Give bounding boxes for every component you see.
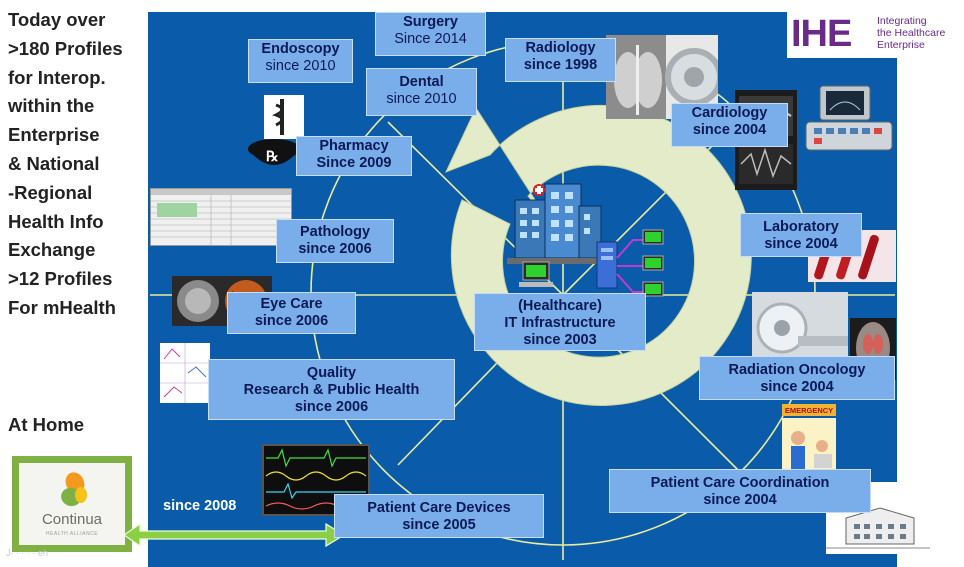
home-link-double-arrow bbox=[122, 522, 346, 548]
domain-since: since 2004 bbox=[764, 236, 838, 252]
domain-since: since 2004 bbox=[692, 122, 767, 138]
continua-logo-inner: Continua HEALTH ALLIANCE bbox=[19, 463, 125, 545]
center-it-infrastructure: (Healthcare) IT Infrastructure since 200… bbox=[474, 293, 646, 351]
domain-name: Cardiology bbox=[691, 105, 768, 121]
emergency-sign-image: EMERGENCY bbox=[778, 402, 840, 476]
domain-name: Patient Care Devices bbox=[367, 500, 511, 516]
domain-since: Since 2014 bbox=[394, 31, 467, 47]
domain-pathology: Pathology since 2006 bbox=[276, 219, 394, 263]
domain-patient-care-devices: Patient Care Devices since 2005 bbox=[334, 494, 544, 538]
continua-name: Continua bbox=[41, 511, 103, 528]
domain-quality-research-public-health: Quality Research & Public Health since 2… bbox=[208, 359, 455, 420]
domain-surgery: Surgery Since 2014 bbox=[375, 12, 486, 56]
domain-name: Quality bbox=[306, 365, 357, 381]
domain-cardiology: Cardiology since 2004 bbox=[671, 103, 788, 147]
domain-since: since 2004 bbox=[703, 492, 777, 508]
ihe-logo: IHE Integrating the Healthcare Enterpris… bbox=[787, 10, 957, 58]
domain-eye-care: Eye Care since 2006 bbox=[227, 292, 356, 334]
domain-radiation-oncology: Radiation Oncology since 2004 bbox=[699, 356, 895, 400]
center-line1: (Healthcare) bbox=[518, 298, 602, 314]
domain-name: Radiology bbox=[525, 40, 596, 56]
domain-name: Pharmacy bbox=[319, 138, 389, 154]
ihe-logo-mark: IHE bbox=[791, 13, 852, 55]
pathology-screenshot-image bbox=[150, 188, 292, 246]
summary-line: within the bbox=[8, 95, 95, 117]
summary-line: Health Info bbox=[8, 210, 104, 232]
domain-name: Surgery bbox=[403, 14, 458, 30]
domain-since: since 2010 bbox=[386, 91, 457, 107]
continua-leaf-icon bbox=[61, 472, 87, 507]
center-line3: since 2003 bbox=[523, 332, 597, 348]
domain-name: Patient Care Coordination bbox=[650, 475, 830, 491]
quality-research-chart-image bbox=[160, 343, 210, 403]
pharmacy-icon: ℞ bbox=[248, 95, 320, 175]
svg-text:℞: ℞ bbox=[266, 150, 279, 165]
domain-since: since 2006 bbox=[298, 241, 372, 257]
domain-name-line2: Research & Public Health bbox=[243, 382, 420, 398]
domain-since: since 2005 bbox=[402, 517, 476, 533]
ihe-logo-line3: Enterprise bbox=[877, 39, 925, 51]
domain-since: since 2010 bbox=[265, 58, 336, 74]
at-home-label: At Home bbox=[8, 414, 85, 435]
domain-name: Dental bbox=[399, 74, 444, 90]
domain-since: since 2006 bbox=[254, 313, 329, 329]
hospital-network-icon bbox=[507, 183, 664, 297]
continua-subtitle: HEALTH ALLIANCE bbox=[45, 531, 99, 537]
ultrasound-machine-image bbox=[800, 82, 895, 156]
summary-line: Exchange bbox=[8, 239, 96, 261]
domain-dental: Dental since 2010 bbox=[366, 68, 477, 116]
summary-line: Today over bbox=[8, 9, 106, 30]
domain-radiology: Radiology since 1998 bbox=[505, 38, 616, 82]
summary-line: & National bbox=[8, 152, 100, 174]
domain-since: since 2006 bbox=[294, 399, 369, 415]
domain-name: Eye Care bbox=[260, 296, 323, 312]
profiles-summary-text: Today over >180 Profiles for Interop. wi… bbox=[8, 6, 168, 323]
summary-line: >12 Profiles bbox=[8, 268, 113, 290]
spoke-northeast bbox=[562, 117, 741, 296]
domain-name: Laboratory bbox=[763, 219, 839, 235]
domain-laboratory: Laboratory since 2004 bbox=[740, 213, 862, 257]
center-line2: IT Infrastructure bbox=[504, 315, 616, 331]
ihe-logo-line2: the Healthcare bbox=[877, 27, 946, 39]
domain-pharmacy: Pharmacy Since 2009 bbox=[296, 136, 412, 176]
summary-line: Enterprise bbox=[8, 124, 100, 146]
footer-fragment: J· · · · · eh bbox=[6, 548, 48, 558]
domain-since: Since 2009 bbox=[316, 155, 392, 171]
since-2008-label: since 2008 bbox=[163, 498, 237, 514]
emergency-sign-text: EMERGENCY bbox=[785, 406, 833, 415]
continua-logo: Continua HEALTH ALLIANCE bbox=[12, 456, 132, 552]
ihe-logo-line1: Integrating bbox=[877, 15, 927, 27]
domain-patient-care-coordination: Patient Care Coordination since 2004 bbox=[609, 469, 871, 513]
radiation-oncology-machine-image bbox=[752, 292, 848, 364]
domain-name: Endoscopy bbox=[261, 41, 340, 57]
domain-since: since 2004 bbox=[760, 379, 834, 395]
summary-line: for Interop. bbox=[8, 66, 106, 88]
domain-name: Pathology bbox=[299, 224, 371, 240]
domain-since: since 1998 bbox=[523, 57, 598, 73]
summary-line: For mHealth bbox=[8, 296, 116, 318]
domain-name: Radiation Oncology bbox=[728, 362, 866, 378]
summary-line: >180 Profiles bbox=[8, 37, 123, 59]
summary-line: -Regional bbox=[8, 181, 93, 203]
domain-endoscopy: Endoscopy since 2010 bbox=[248, 39, 353, 83]
